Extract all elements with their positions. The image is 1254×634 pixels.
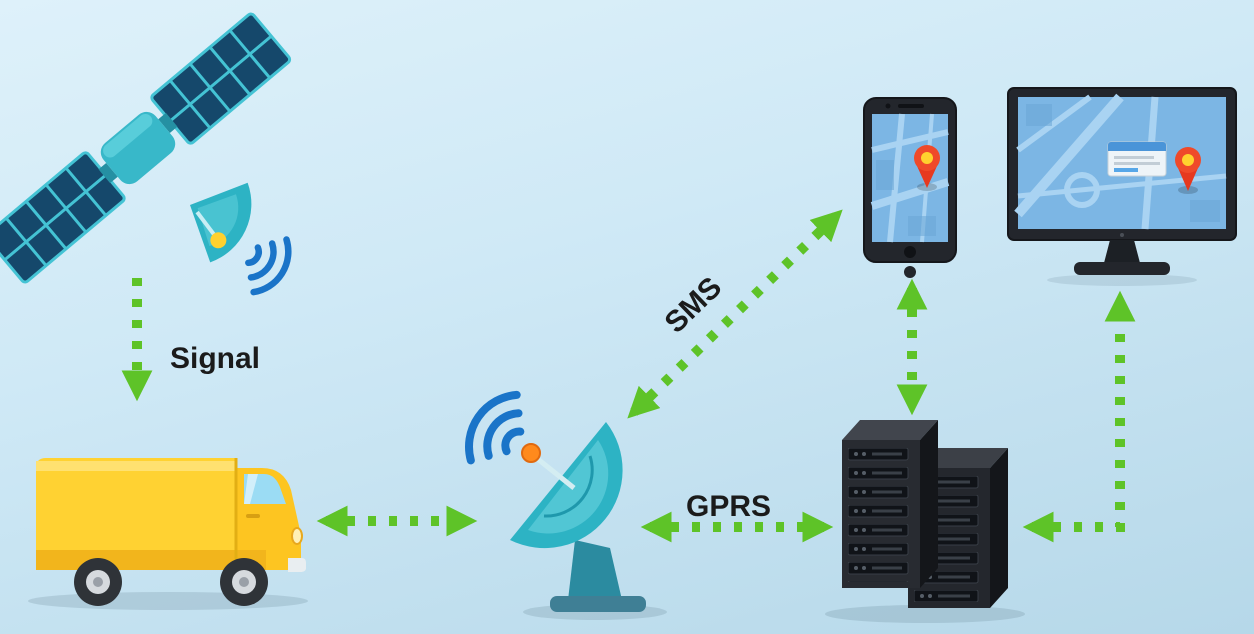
satellite-icon: [0, 12, 292, 296]
server-racks-icon: [825, 420, 1025, 623]
monitor-stand: [1104, 240, 1140, 263]
van-wheel-rear: [74, 558, 122, 606]
monitor-popup-window: [1107, 141, 1167, 177]
monitor-map-pin-icon: [1175, 147, 1201, 194]
van-wheel-front: [220, 558, 268, 606]
sms-label: SMS: [659, 271, 729, 340]
phone-home-button: [904, 246, 916, 258]
sms-arrow: [627, 209, 843, 419]
monitor-map-icon: [1007, 87, 1237, 286]
satellite-wifi-waves-icon: [245, 236, 292, 296]
gprs-label: GPRS: [686, 490, 771, 523]
satellite-dish-icon: [465, 390, 667, 620]
smartphone-map-icon: [863, 97, 957, 278]
server-rack-left: [842, 420, 938, 588]
signal-label: Signal: [170, 342, 260, 375]
van-icon: [28, 458, 308, 610]
monitor-base: [1074, 262, 1170, 275]
servers-monitor-arrow: [1022, 290, 1136, 543]
station-wifi-waves-icon: [465, 390, 525, 465]
phone-map-pin-icon: [914, 145, 940, 191]
